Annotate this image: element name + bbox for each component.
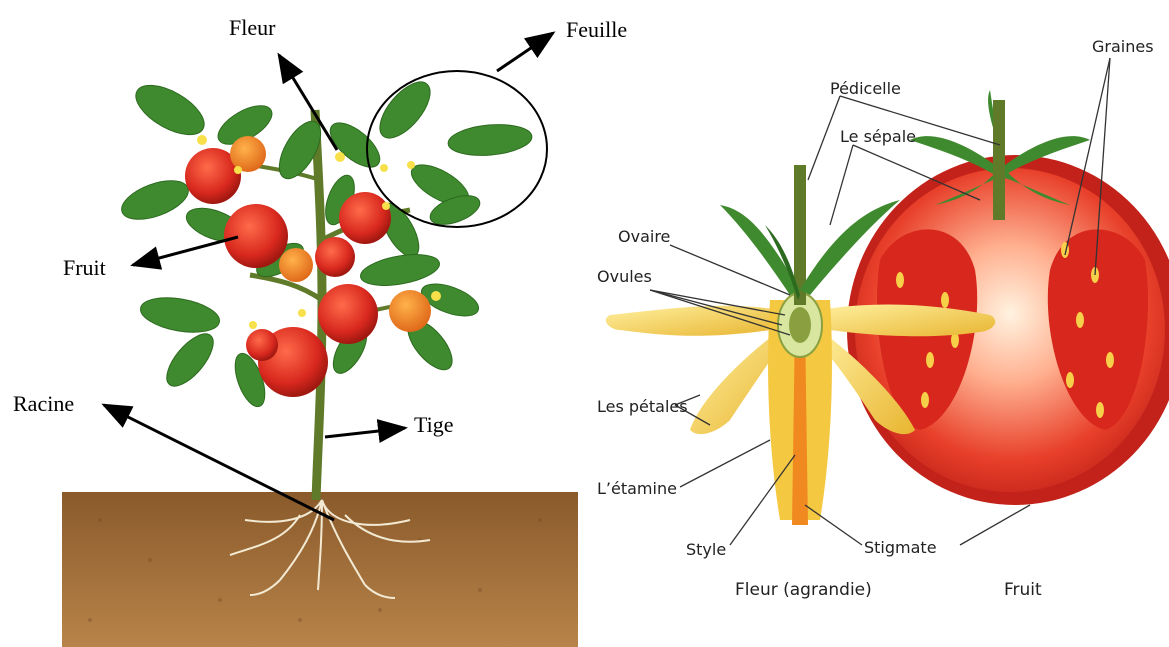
fruit-cross-section [847,90,1169,505]
caption-fleur-agrandie: Fleur (agrandie) [735,580,872,600]
tomato-plant-illustration [62,71,578,647]
label-racine: Racine [13,391,74,416]
label-feuille: Feuille [566,17,627,42]
label-pedicelle: Pédicelle [830,79,901,98]
label-stigmate: Stigmate [864,538,937,557]
label-fruit: Fruit [63,255,106,280]
label-tige: Tige [414,412,454,437]
stem-arrow [325,428,405,437]
label-etamine: L’étamine [597,479,677,498]
label-graines: Graines [1092,37,1154,56]
label-ovaire: Ovaire [618,227,670,246]
label-ovules: Ovules [597,267,652,286]
fruit-arrow [133,237,238,265]
leaf-arrow [497,33,553,71]
label-fleur: Fleur [229,15,276,40]
label-sepale: Le sépale [840,127,916,146]
label-style: Style [686,540,726,559]
caption-fruit: Fruit [1004,580,1042,600]
label-petales: Les pétales [597,397,688,416]
